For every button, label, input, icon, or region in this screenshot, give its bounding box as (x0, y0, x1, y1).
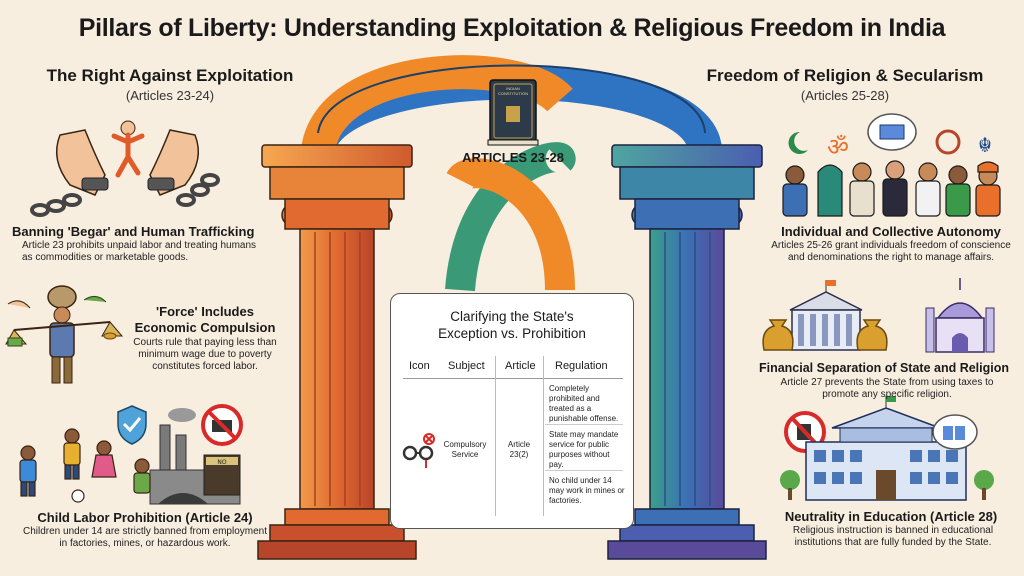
left-item-2-heading-line1: 'Force' Includes (156, 304, 254, 319)
left-item-1-heading: Banning 'Begar' and Human Trafficking (12, 224, 255, 239)
left-item-3-heading: Child Labor Prohibition (Article 24) (37, 510, 253, 525)
svg-text:☬: ☬ (978, 133, 992, 157)
left-item-1-body: Article 23 prohibits unpaid labor and tr… (22, 240, 257, 263)
page-title: Pillars of Liberty: Understanding Exploi… (78, 14, 946, 42)
regulation-cell-1: Completely prohibited and treated as a p… (549, 384, 619, 423)
right-item-1-body: Articles 25-26 grant individuals freedom… (771, 240, 1011, 263)
article-cell: Article 23(2) (507, 440, 531, 459)
row-divider-2 (545, 470, 623, 471)
right-item-2-heading: Financial Separation of State and Religi… (758, 361, 1010, 375)
religious-symbols-icon: ॐ ☬ (782, 113, 1001, 217)
right-item-2-body: Article 27 prevents the State from using… (780, 377, 994, 400)
column-divider-1 (495, 356, 496, 516)
school-building-icon (780, 396, 994, 501)
regulation-cell-2: State may mandate service for public pur… (549, 430, 619, 469)
left-item-2-body: Courts rule that paying less than minimu… (133, 337, 277, 372)
right-item-1-heading: Individual and Collective Autonomy (781, 224, 1001, 239)
header-divider (403, 378, 623, 379)
panel-title-line2: Exception vs. Prohibition (438, 326, 586, 341)
left-pillar (257, 144, 417, 560)
right-subheading: (Articles 25-28) (800, 88, 890, 103)
child-labor-icon: NO (19, 404, 243, 505)
broken-chains-icon (30, 120, 220, 217)
left-item-2-heading-line2: Economic Compulsion (134, 320, 276, 335)
constitution-book-icon (487, 79, 539, 146)
right-heading: Freedom of Religion & Secularism (706, 66, 984, 85)
mine-sign: NO (217, 459, 226, 466)
money-bag-icon (762, 278, 995, 353)
header-article: Article (505, 360, 536, 372)
left-item-3-body: Children under 14 are strictly banned fr… (22, 526, 267, 549)
exception-table-panel: Clarifying the State's Exception vs. Pro… (390, 293, 634, 529)
arch-label: ARTICLES 23-28 (462, 150, 564, 165)
subject-cell: Compulsory Service (443, 440, 487, 459)
row-divider-1 (545, 424, 623, 425)
left-subheading: (Articles 23-24) (125, 88, 215, 103)
header-regulation: Regulation (555, 360, 608, 372)
header-subject: Subject (448, 360, 485, 372)
left-heading: The Right Against Exploitation (46, 66, 294, 85)
svg-text:ॐ: ॐ (827, 133, 849, 161)
right-pillar (607, 144, 767, 560)
right-item-3-heading: Neutrality in Education (Article 28) (784, 509, 998, 524)
money-scale-icon (5, 285, 124, 384)
header-icon: Icon (409, 360, 430, 372)
book-label: INDIAN CONSTITUTION (498, 86, 528, 96)
column-divider-2 (543, 356, 544, 516)
right-item-3-body: Religious instruction is banned in educa… (792, 525, 994, 548)
regulation-cell-3: No child under 14 may work in mines or f… (549, 476, 625, 505)
panel-title-line1: Clarifying the State's (450, 309, 574, 324)
handcuffs-icon (402, 433, 435, 468)
